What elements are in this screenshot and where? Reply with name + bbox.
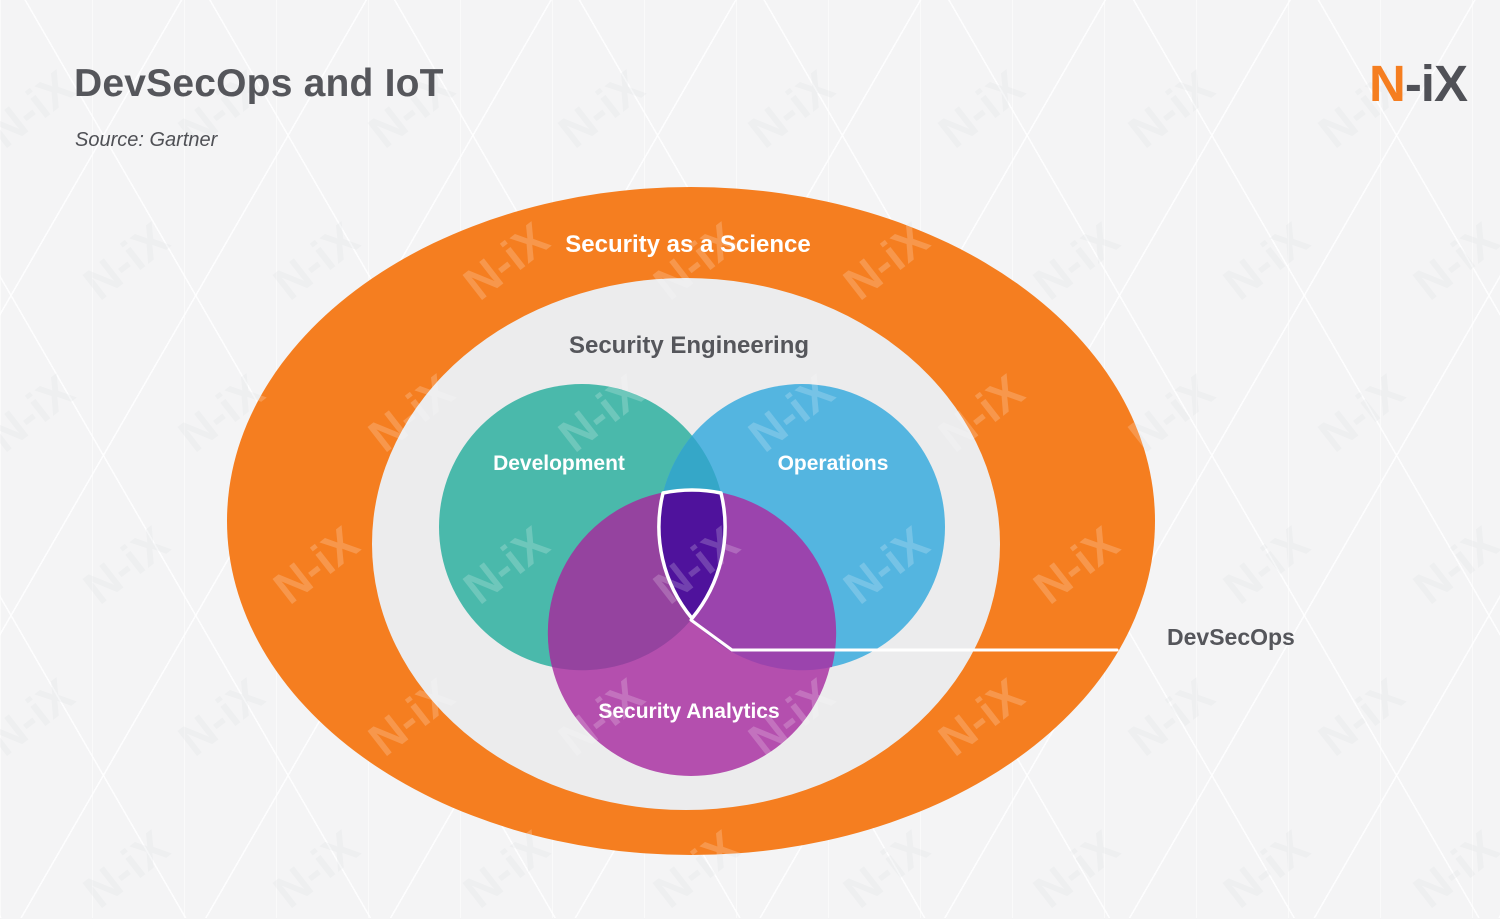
overlap-devsecops-core (657, 488, 727, 621)
page-title: DevSecOps and IoT (74, 62, 444, 105)
source-caption: Source: Gartner (75, 129, 218, 151)
nix-logo-accent: N (1368, 55, 1406, 112)
label-development: Development (493, 452, 625, 475)
label-operations: Operations (778, 452, 889, 475)
devsecops-callout-line (689, 618, 1119, 652)
label-devsecops: DevSecOps (1167, 624, 1295, 650)
label-security-analytics: Security Analytics (598, 700, 779, 723)
nix-logo: N-iX (1368, 55, 1468, 112)
label-security-as-a-science: Security as a Science (565, 231, 810, 258)
label-security-engineering: Security Engineering (569, 332, 809, 359)
nix-logo-rest: -iX (1404, 55, 1468, 112)
